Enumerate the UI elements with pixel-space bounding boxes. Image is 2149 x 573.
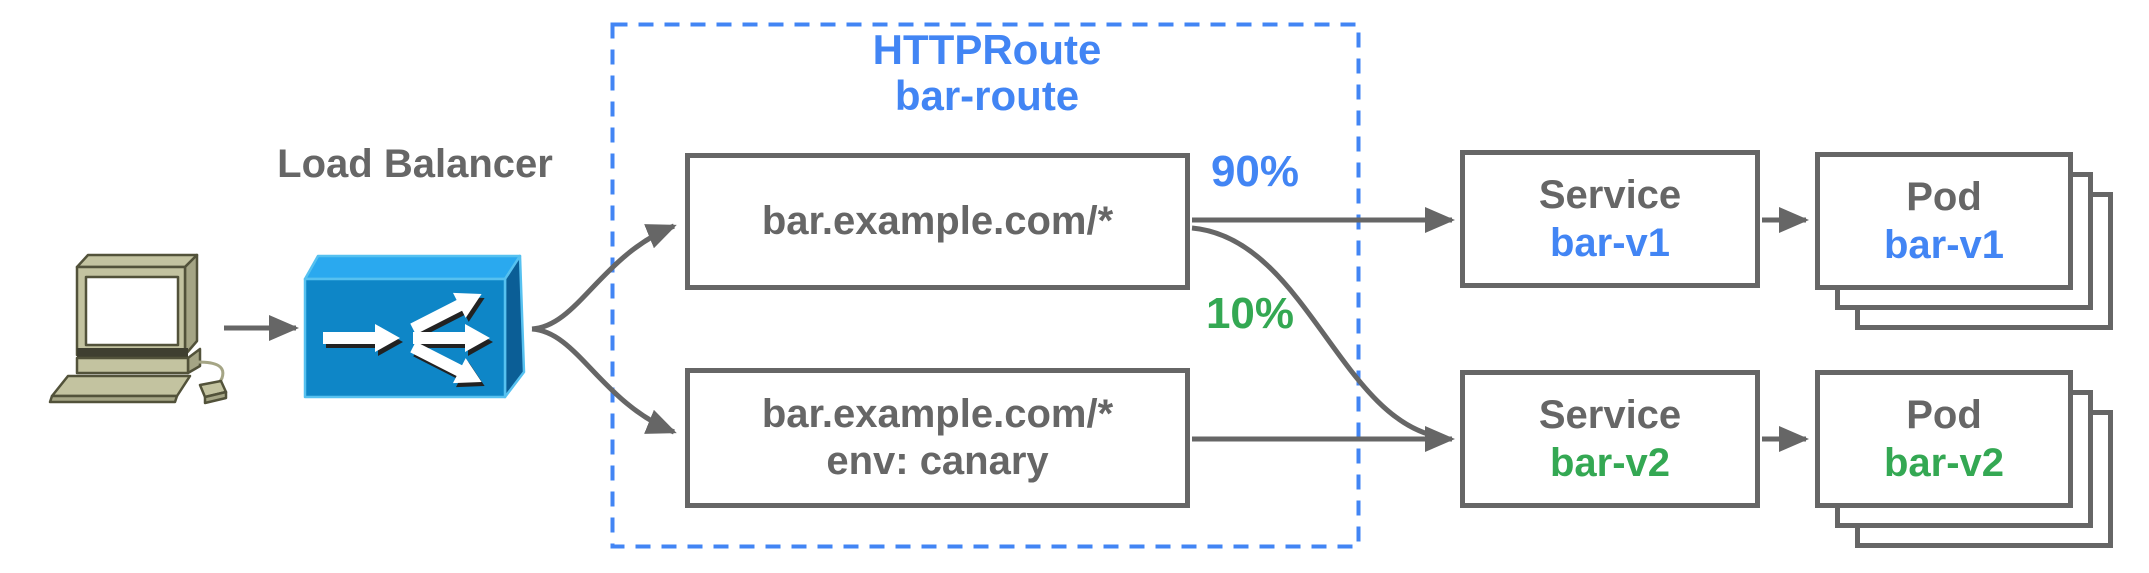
pod-name-label: bar-v2 bbox=[1883, 441, 2005, 485]
arrow-lb-to-rule2 bbox=[531, 326, 677, 435]
httproute-title: HTTPRoute bar-route bbox=[762, 27, 1212, 119]
traffic-percent-v1: 90% bbox=[1210, 147, 1300, 196]
load-balancer-icon bbox=[303, 254, 526, 399]
httproute-dashed-border bbox=[610, 22, 1361, 549]
pod-bar-v2-box: Pod bar-v2 bbox=[1815, 370, 2073, 508]
route-rule-box-2: bar.example.com/* env: canary bbox=[685, 368, 1190, 508]
pod-bar-v1-stack: Pod bar-v1 bbox=[1815, 152, 2113, 330]
service-bar-v2-box: Service bar-v2 bbox=[1460, 370, 1760, 508]
connector-arrows bbox=[224, 207, 1809, 452]
service-name-label: bar-v1 bbox=[1549, 221, 1671, 265]
route-rule-box-1: bar.example.com/* bbox=[685, 153, 1190, 290]
httproute-kind-label: HTTPRoute bbox=[872, 26, 1102, 73]
route-rule-1-match: bar.example.com/* bbox=[761, 199, 1114, 243]
service-kind-label: Service bbox=[1538, 393, 1682, 437]
service-name-label: bar-v2 bbox=[1549, 441, 1671, 485]
load-balancer-label: Load Balancer bbox=[277, 142, 553, 186]
pod-kind-label: Pod bbox=[1906, 175, 1982, 219]
arrow-lb-to-rule1 bbox=[531, 223, 677, 332]
pod-bar-v1-box: Pod bar-v1 bbox=[1815, 152, 2073, 290]
pod-bar-v2-stack: Pod bar-v2 bbox=[1815, 370, 2113, 548]
httproute-name-label: bar-route bbox=[894, 72, 1080, 119]
traffic-percent-v2: 10% bbox=[1205, 289, 1295, 338]
route-rule-2-match: bar.example.com/* bbox=[761, 392, 1114, 436]
pod-name-label: bar-v1 bbox=[1883, 223, 2005, 267]
desktop-computer-icon bbox=[48, 253, 228, 405]
arrow-rule1-to-service2-10pct bbox=[1191, 225, 1441, 440]
service-kind-label: Service bbox=[1538, 173, 1682, 217]
route-rule-2-header-match: env: canary bbox=[826, 439, 1049, 483]
service-bar-v1-box: Service bar-v1 bbox=[1460, 150, 1760, 288]
pod-kind-label: Pod bbox=[1906, 393, 1982, 437]
